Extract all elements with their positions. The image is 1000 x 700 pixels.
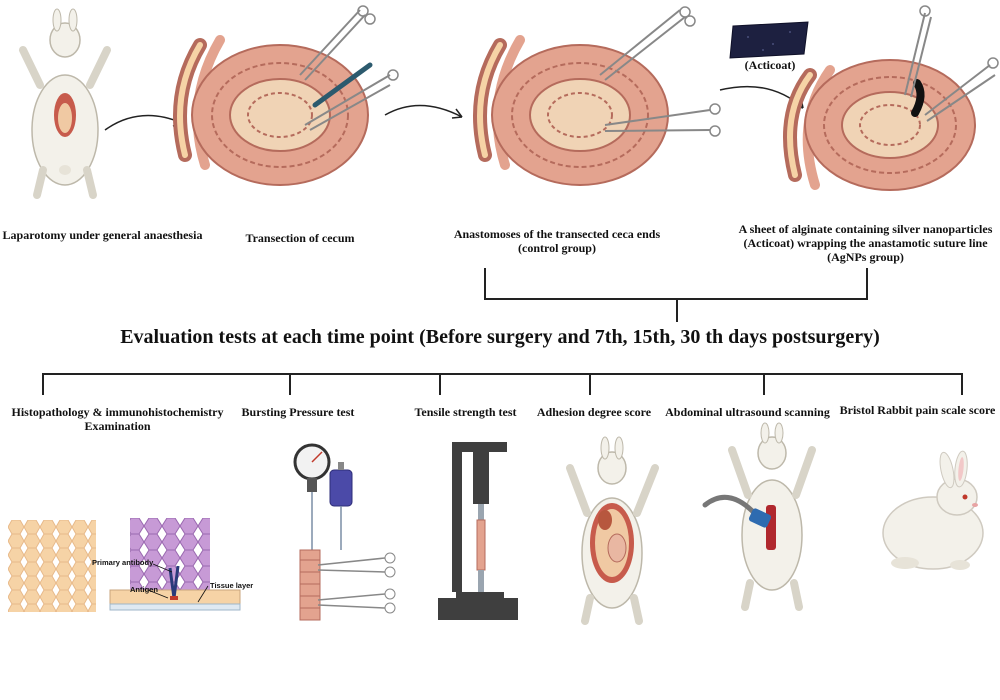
step-label-anastomosis: Anastomoses of the transected ceca ends … xyxy=(453,227,661,255)
tests-tick-5 xyxy=(763,373,765,395)
tests-tick-1 xyxy=(42,373,44,395)
bracket-right-vertical xyxy=(866,268,868,299)
acticoat-sheet-illustration xyxy=(729,21,809,59)
ihc-label-tissue-layer: Tissue layer xyxy=(210,581,253,590)
ihc-labels: Primary antibody Antigen Tissue layer xyxy=(92,558,253,594)
bristol-rabbit-illustration xyxy=(882,450,984,570)
cecum-transection-illustration xyxy=(173,5,399,186)
acticoat-label: (Acticoat) xyxy=(744,58,796,72)
ihc-illustration xyxy=(109,518,241,611)
anastomosis-illustration xyxy=(473,6,721,186)
bursting-pressure-illustration xyxy=(293,443,396,621)
tests-bracket-horizontal xyxy=(42,373,963,375)
test-label-adhesion: Adhesion degree score xyxy=(536,405,652,419)
rabbit-laparotomy-illustration xyxy=(19,8,111,199)
test-label-histopathology: Histopathology & immunohistochemistry Ex… xyxy=(11,405,224,433)
evaluation-headline: Evaluation tests at each time point (Bef… xyxy=(120,326,880,348)
adhesion-rabbit-illustration xyxy=(566,436,659,625)
acticoat-wrap-illustration xyxy=(783,5,999,191)
curved-arrow-2 xyxy=(384,104,463,119)
step-label-transection: Transection of cecum xyxy=(245,231,355,245)
ihc-label-primary-antibody: Primary antibody xyxy=(92,558,154,567)
tests-tick-2 xyxy=(289,373,291,395)
tests-tick-3 xyxy=(439,373,441,395)
test-label-tensile-strength: Tensile strength test xyxy=(414,405,517,419)
step-label-acticoat-wrap: A sheet of alginate containing silver na… xyxy=(738,222,993,264)
bracket-left-vertical xyxy=(484,268,486,299)
ihc-label-antigen: Antigen xyxy=(130,585,158,594)
histology-tissue-illustration xyxy=(8,520,96,612)
step-label-laparotomy: Laparotomy under general anaesthesia xyxy=(2,228,203,242)
tests-tick-6 xyxy=(961,373,963,395)
test-label-ultrasound: Abdominal ultrasound scanning xyxy=(665,405,830,419)
ultrasound-rabbit-illustration xyxy=(702,422,816,611)
test-label-bristol-pain: Bristol Rabbit pain scale score xyxy=(839,403,996,417)
tensile-strength-illustration xyxy=(438,442,518,620)
test-label-bursting-pressure: Bursting Pressure test xyxy=(241,405,355,419)
tests-tick-4 xyxy=(589,373,591,395)
bracket-stem xyxy=(676,298,678,322)
